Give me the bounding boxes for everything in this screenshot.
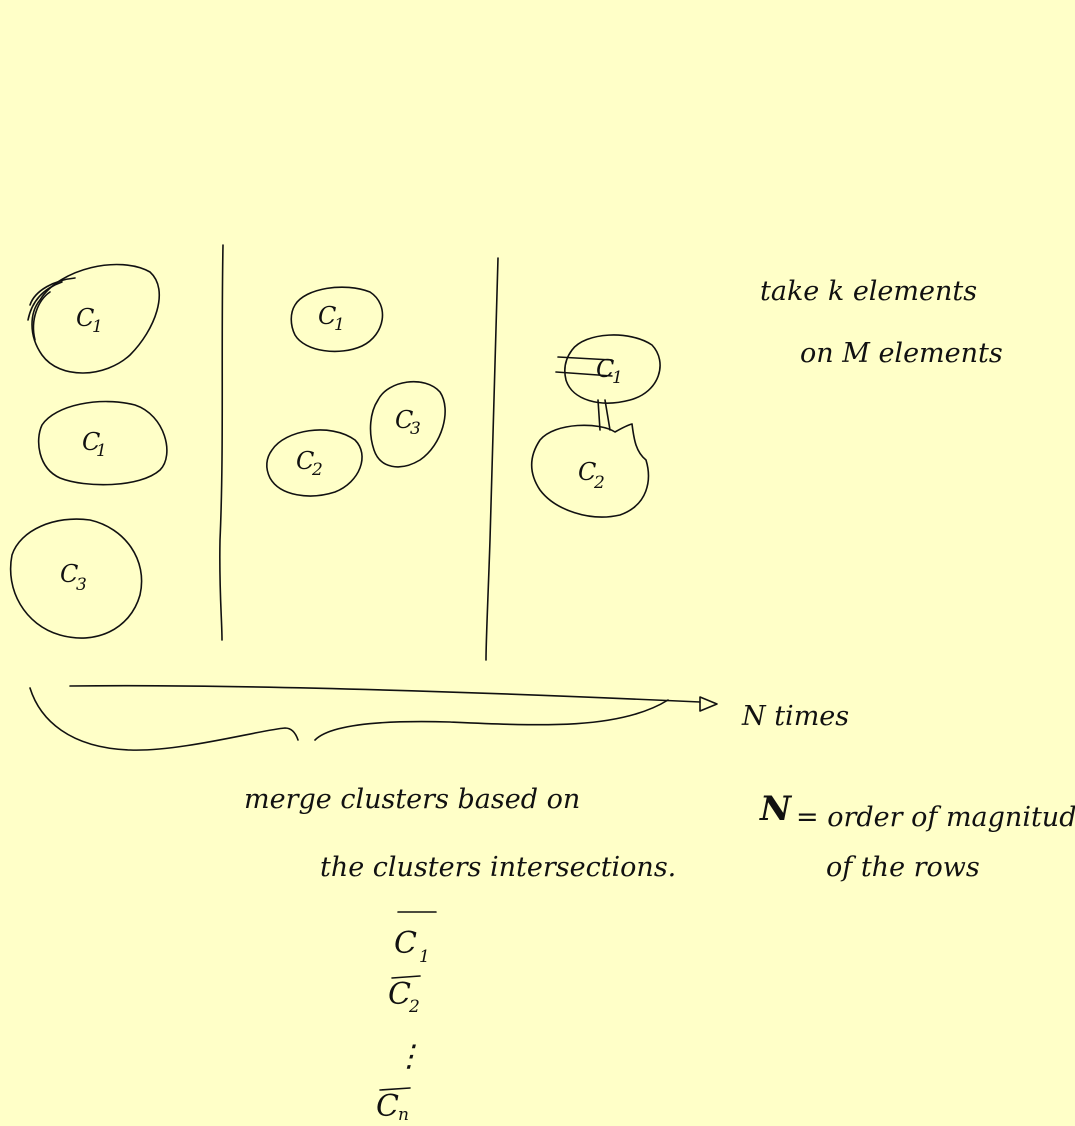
cluster-ellipse: C 1: [555, 334, 661, 404]
cluster-label: C: [395, 406, 413, 434]
arrow-label: N times: [741, 701, 849, 732]
cluster-ellipse: C 3: [369, 380, 446, 468]
merged-clusters-list: C 1 C 2 ⋮ C n: [376, 911, 437, 1125]
merged-subscript: 2: [408, 997, 420, 1017]
cluster-subscript: 1: [612, 368, 623, 388]
cluster-subscript: 3: [410, 419, 421, 439]
cluster-ellipse: C 1: [27, 263, 160, 374]
cluster-label: C: [596, 355, 614, 383]
n-definition-line-1: = order of magnitude: [796, 802, 1075, 833]
cluster-ellipse: C 1: [290, 286, 384, 353]
cluster-label: C: [76, 304, 94, 332]
curly-brace: [29, 687, 669, 751]
cluster-subscript: 2: [593, 473, 605, 493]
merge-note-line-1: merge clusters based on: [244, 784, 580, 815]
merged-label: C: [388, 977, 411, 1012]
n-symbol: N: [759, 789, 793, 829]
cluster-ellipse: C 2: [530, 423, 650, 518]
cluster-label: C: [82, 428, 100, 456]
cluster-ellipse: C 1: [37, 400, 168, 486]
panel-1: C 1 C 1 C 3: [9, 263, 168, 639]
side-note-line-1: take k elements: [760, 276, 977, 307]
cluster-subscript: 1: [92, 317, 103, 337]
cluster-label: C: [296, 447, 314, 475]
panel-2: C 1 C 3 C 2: [266, 286, 446, 497]
cluster-label: C: [318, 302, 336, 330]
divider-1: [219, 244, 224, 641]
panel-3: C 1 C 2: [530, 334, 661, 518]
cluster-ellipse: C 3: [9, 518, 143, 639]
merge-note-line-2: the clusters intersections.: [320, 852, 676, 883]
cluster-link: [597, 399, 611, 431]
cluster-subscript: 3: [76, 575, 87, 595]
side-note-line-2: on M elements: [800, 338, 1003, 369]
merged-item: C n: [376, 1087, 411, 1125]
cluster-subscript: 2: [311, 460, 323, 480]
merged-item: C 1: [394, 911, 437, 967]
cluster-label: C: [578, 458, 596, 486]
merged-subscript: 1: [419, 947, 430, 967]
cluster-subscript: 1: [96, 441, 107, 461]
cluster-subscript: 1: [334, 315, 345, 335]
cluster-label: C: [60, 560, 78, 588]
merged-subscript: n: [398, 1105, 409, 1125]
divider-2: [485, 257, 499, 661]
n-times-arrow: [69, 684, 718, 712]
merged-item: C 2: [388, 975, 421, 1017]
n-definition-line-2: of the rows: [826, 852, 980, 883]
merged-ellipsis: ⋮: [394, 1039, 424, 1074]
merged-label: C: [394, 926, 417, 961]
cluster-ellipse: C 2: [266, 429, 363, 497]
merged-label: C: [376, 1089, 399, 1124]
